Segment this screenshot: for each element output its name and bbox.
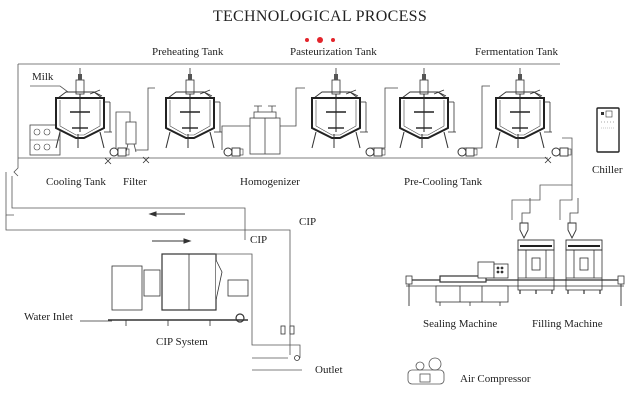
pump <box>457 147 478 157</box>
pasteurization-tank-label: Pasteurization Tank <box>290 46 377 58</box>
cip-return-pipe <box>11 176 246 240</box>
cip-control-panel <box>227 279 249 297</box>
cip-system-unit <box>80 253 302 371</box>
sealing-machine-label: Sealing Machine <box>423 318 498 330</box>
milk-inlet-pipe <box>30 85 69 93</box>
flow-arrows <box>148 211 192 244</box>
fermentation-tank <box>495 67 553 149</box>
decor-dot <box>305 38 309 43</box>
pre-cooling-tank-label: Pre-Cooling Tank <box>404 176 483 188</box>
filter-label: Filter <box>123 176 147 188</box>
outlet-label: Outlet <box>315 364 343 376</box>
cip-system-label: CIP System <box>156 336 208 348</box>
pump <box>551 147 572 157</box>
product-pipe <box>511 137 573 220</box>
decor-dot <box>317 37 323 44</box>
chiller-label: Chiller <box>592 164 623 176</box>
preheating-tank <box>165 67 223 149</box>
homogenizer-label: Homogenizer <box>240 176 300 188</box>
homogenizer-unit <box>221 87 305 155</box>
preheating-tank-label: Preheating Tank <box>152 46 224 58</box>
cooling-tank-label: Cooling Tank <box>46 176 106 188</box>
pump <box>365 147 386 157</box>
decor-dot <box>331 38 335 43</box>
filling-machine-label: Filling Machine <box>532 318 603 330</box>
cip-supply-label: CIP <box>250 234 268 246</box>
milk-label: Milk <box>32 71 54 83</box>
pump <box>223 147 244 157</box>
chiller <box>596 107 620 153</box>
valve <box>104 157 112 165</box>
left-return-pipe <box>13 64 19 177</box>
diagram-title: TECHNOLOGICAL PROCESS <box>212 8 428 25</box>
pasteurization-tank <box>311 67 369 149</box>
chiller-unit <box>596 107 620 153</box>
fermentation-tank-label: Fermentation Tank <box>475 46 559 58</box>
main-pipeline <box>5 63 560 355</box>
water-inlet-label: Water Inlet <box>24 311 73 323</box>
cip-return-label: CIP <box>299 216 317 228</box>
cip-pump <box>235 313 245 323</box>
title-decoration <box>0 31 640 49</box>
cooling-tank-unit <box>29 67 130 165</box>
filling-line <box>405 197 625 306</box>
air-compressor-label: Air Compressor <box>460 373 531 385</box>
cooling-tank <box>55 67 113 149</box>
air-compressor-icon <box>407 357 445 385</box>
cip-tank-small <box>111 265 143 311</box>
sealing-machine <box>435 261 509 306</box>
cip-supply-pipe <box>5 215 291 355</box>
filter-unit <box>115 87 155 164</box>
pre-cooling-tank <box>399 67 457 149</box>
